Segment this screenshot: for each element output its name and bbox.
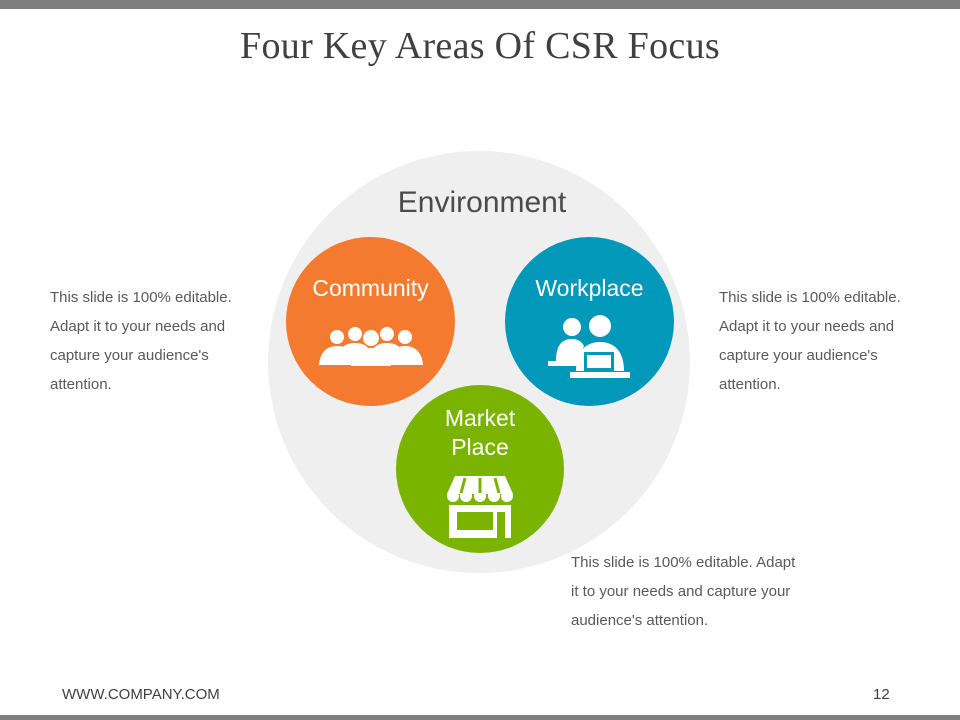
group-people-icon bbox=[319, 327, 423, 366]
market-place-label: Market Place bbox=[396, 404, 564, 462]
footer-url: WWW.COMPANY.COM bbox=[62, 686, 220, 703]
page-number: 12 bbox=[873, 686, 890, 703]
note-line: This slide is 100% editable. bbox=[50, 289, 232, 306]
note-line: capture your audience's bbox=[719, 347, 878, 364]
left-description: This slide is 100% editable. Adapt it to… bbox=[50, 283, 255, 399]
community-circle: Community bbox=[286, 237, 455, 406]
community-label: Community bbox=[312, 275, 429, 301]
note-line: it to your needs and capture your bbox=[571, 583, 791, 600]
office-workers-icon bbox=[548, 315, 630, 378]
note-line: This slide is 100% editable. Adapt bbox=[571, 554, 796, 571]
market-place-circle: Market Place bbox=[396, 385, 564, 553]
note-line: Adapt it to your needs and bbox=[50, 318, 226, 335]
bottom-bar bbox=[0, 715, 960, 720]
top-bar bbox=[0, 0, 960, 9]
note-line: Adapt it to your needs and bbox=[719, 318, 895, 335]
storefront-icon bbox=[447, 476, 513, 538]
environment-label: Environment bbox=[397, 186, 567, 219]
bottom-description: This slide is 100% editable. Adapt it to… bbox=[571, 548, 821, 635]
note-line: attention. bbox=[719, 376, 781, 393]
note-line: audience's attention. bbox=[571, 612, 709, 629]
note-line: capture your audience's bbox=[50, 347, 209, 364]
note-line: This slide is 100% editable. bbox=[719, 289, 901, 306]
note-line: attention. bbox=[50, 376, 112, 393]
workplace-circle: Workplace bbox=[505, 237, 674, 406]
workplace-label: Workplace bbox=[535, 275, 644, 301]
right-description: This slide is 100% editable. Adapt it to… bbox=[719, 283, 924, 399]
slide-title: Four Key Areas Of CSR Focus bbox=[240, 25, 720, 67]
market-place-label-line1: Market bbox=[444, 405, 516, 431]
market-place-label-line2: Place bbox=[451, 434, 509, 460]
